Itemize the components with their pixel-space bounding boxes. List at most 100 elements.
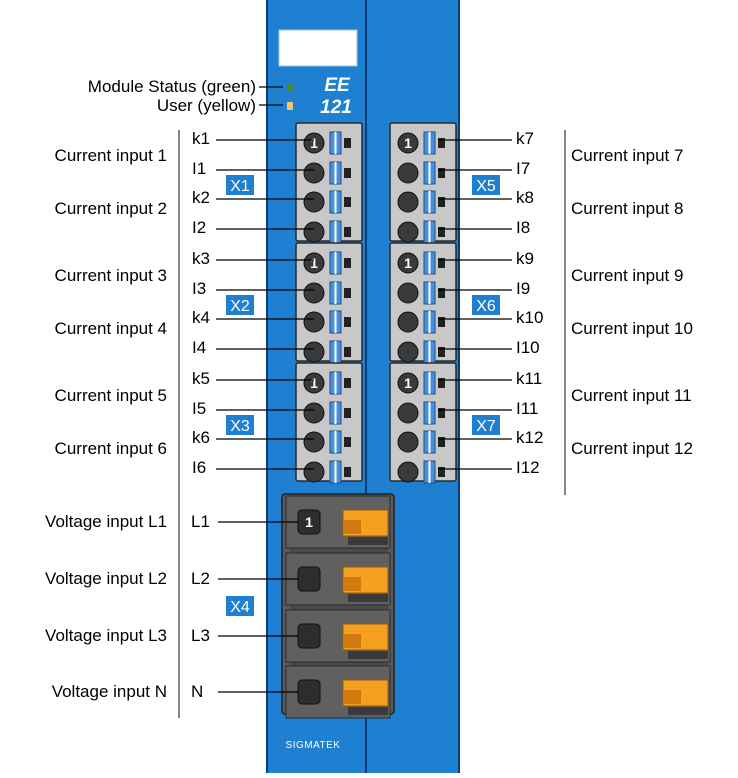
voltage-pin-label: L1 (191, 512, 210, 531)
contact-slot (438, 347, 445, 357)
terminal-hole (303, 132, 325, 154)
current-input-label: Current input 5 (55, 386, 167, 405)
pin-label: I7 (516, 159, 530, 178)
current-input-label: Current input 8 (571, 199, 683, 218)
voltage-input-label: Voltage input N (52, 682, 167, 701)
connector-tag-box (226, 175, 254, 195)
power-hole (297, 623, 321, 649)
pin-label: k5 (192, 369, 210, 388)
pin-label: I4 (192, 338, 206, 357)
connector-tag-box (472, 415, 500, 435)
contact-slot (438, 197, 445, 207)
brand-logo: SIGMATEK (286, 740, 341, 751)
voltage-input-label: Voltage input L3 (45, 626, 167, 645)
contact-slot (344, 227, 351, 237)
power-lever-shade (343, 690, 361, 704)
current-input-label: Current input 6 (55, 439, 167, 458)
pin-label: k7 (516, 129, 534, 148)
contact-slot (438, 138, 445, 148)
current-input-label: Current input 3 (55, 266, 167, 285)
pin-label: I2 (192, 218, 206, 237)
contact-slot (344, 347, 351, 357)
terminal-hole (397, 282, 419, 304)
terminal-hole (397, 372, 419, 394)
terminal-hole (397, 221, 419, 243)
terminal-number-label: 1 (310, 255, 318, 271)
terminal-hole (397, 341, 419, 363)
terminal-hole (397, 431, 419, 453)
status-led-label: Module Status (green) (88, 77, 256, 96)
connector-tag: X6 (476, 298, 496, 315)
current-input-label: Current input 4 (55, 319, 167, 338)
current-input-label: Current input 11 (571, 386, 692, 405)
pin-label: I10 (516, 338, 540, 357)
pin-label: I8 (516, 218, 530, 237)
voltage-input-label: Voltage input L1 (45, 512, 167, 531)
contact-slot (344, 378, 351, 388)
connector-tag: X5 (476, 178, 496, 195)
contact-slot (344, 467, 351, 477)
current-input-label: Current input 7 (571, 146, 683, 165)
voltage-tag-box (226, 596, 254, 616)
pin-label: I9 (516, 279, 530, 298)
terminal-hole (397, 252, 419, 274)
current-input-label: Current input 10 (571, 319, 693, 338)
model-line2: 121 (320, 97, 352, 118)
power-number-label: 1 (305, 514, 313, 530)
contact-slot (438, 168, 445, 178)
terminal-hole (397, 311, 419, 333)
pin-label: I1 (192, 159, 206, 178)
current-input-label: Current input 2 (55, 199, 167, 218)
pin-label: k2 (192, 188, 210, 207)
pin-label: k10 (516, 308, 543, 327)
terminal-hole (303, 402, 325, 424)
pin-label: k11 (516, 369, 542, 388)
contact-slot (344, 258, 351, 268)
power-lever-shade (343, 520, 361, 534)
connector-tag: X3 (230, 418, 250, 435)
power-lever-base (348, 651, 388, 659)
pin-label: k9 (516, 249, 534, 268)
connector-tag-box (226, 415, 254, 435)
power-lever-shade (343, 577, 361, 591)
terminal-number-label: 1 (404, 255, 412, 271)
current-input-label: Current input 12 (571, 439, 693, 458)
voltage-pin-label: L2 (191, 569, 210, 588)
terminal-number-label: 1 (404, 135, 412, 151)
power-lever-base (348, 594, 388, 602)
pin-label: k8 (516, 188, 534, 207)
terminal-hole (397, 461, 419, 483)
terminal-hole (303, 372, 325, 394)
contact-slot (344, 408, 351, 418)
contact-slot (344, 138, 351, 148)
terminal-number-label: 1 (310, 375, 318, 391)
terminal-hole (397, 132, 419, 154)
terminal-hole (303, 282, 325, 304)
terminal-number-label: 1 (404, 375, 412, 391)
terminal-hole (303, 461, 325, 483)
terminal-hole (397, 162, 419, 184)
terminal-hole (303, 341, 325, 363)
pin-label: k3 (192, 249, 210, 268)
connector-tag: X7 (476, 418, 496, 435)
power-lever-base (348, 707, 388, 715)
terminal-number-label: 1 (310, 135, 318, 151)
pin-label: I11 (516, 399, 538, 418)
contact-slot (438, 317, 445, 327)
current-input-label: Current input 1 (55, 146, 167, 165)
connector-tag-box (226, 295, 254, 315)
terminal-hole (303, 221, 325, 243)
power-hole (297, 679, 321, 705)
status-led (287, 84, 293, 91)
pin-label: k4 (192, 308, 210, 327)
connector-tag: X2 (230, 298, 250, 315)
contact-slot (344, 288, 351, 298)
connector-tag-box (472, 295, 500, 315)
